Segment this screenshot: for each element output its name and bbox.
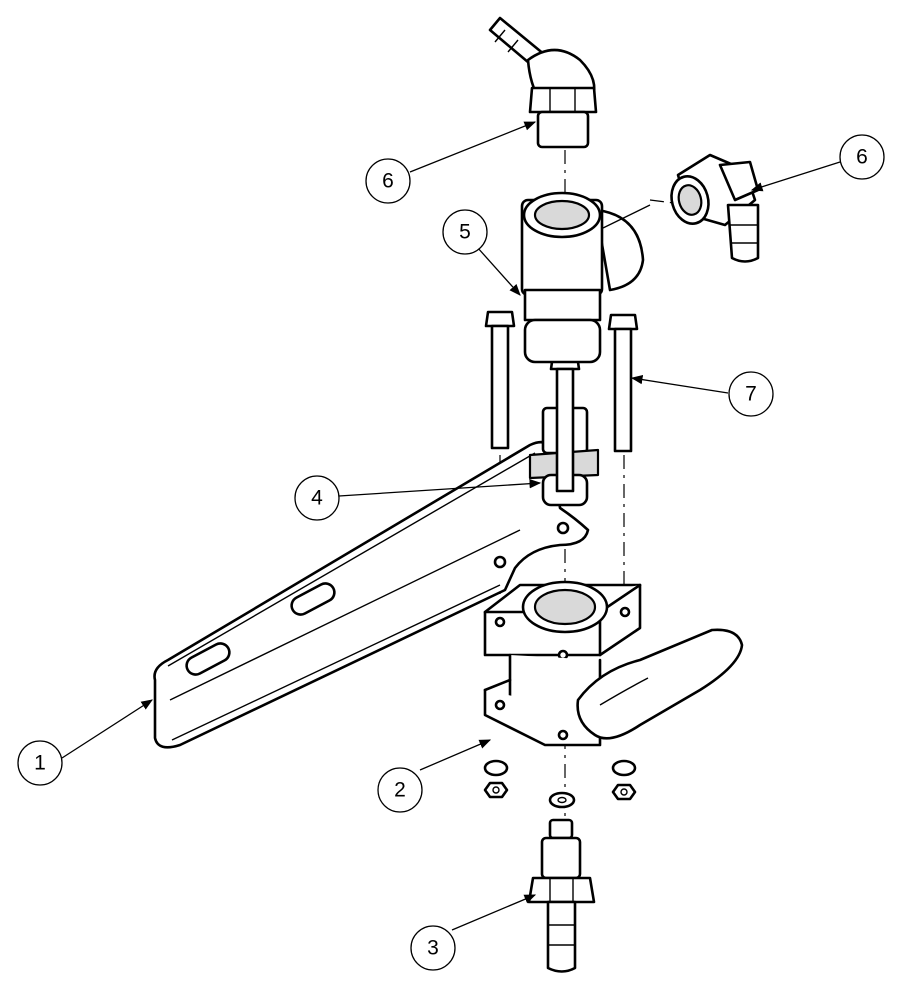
elbow-fitting-top [488,16,598,149]
callout-5: 5 [442,209,488,255]
callout-6-top-label: 6 [382,170,394,193]
callout-4-label: 4 [311,487,323,510]
callout-5-label: 5 [459,221,471,244]
callout-1-label: 1 [34,752,46,775]
ball-valve [483,580,744,747]
leader-lines [61,121,841,931]
tee-body [520,191,645,364]
callout-3-label: 3 [427,937,439,960]
elbow-fitting-side [670,153,760,263]
callout-2: 2 [377,767,423,813]
bracket-plate [153,440,590,749]
callout-6-side: 6 [839,134,885,180]
bolt-left [484,310,516,450]
callout-6-side-label: 6 [856,146,868,169]
nut-right [611,759,637,801]
washer-center [548,791,576,809]
callout-2-label: 2 [394,779,406,802]
callout-1: 1 [17,740,63,786]
callout-7-label: 7 [745,383,757,406]
callout-7: 7 [728,371,774,417]
bottom-hose-fitting [527,818,596,973]
callout-4: 4 [294,475,340,521]
callout-3: 3 [410,925,456,971]
nuts-and-washers [483,759,637,809]
callout-6-top: 6 [365,158,411,204]
nut-left [483,759,509,799]
bolt-right [607,313,639,453]
